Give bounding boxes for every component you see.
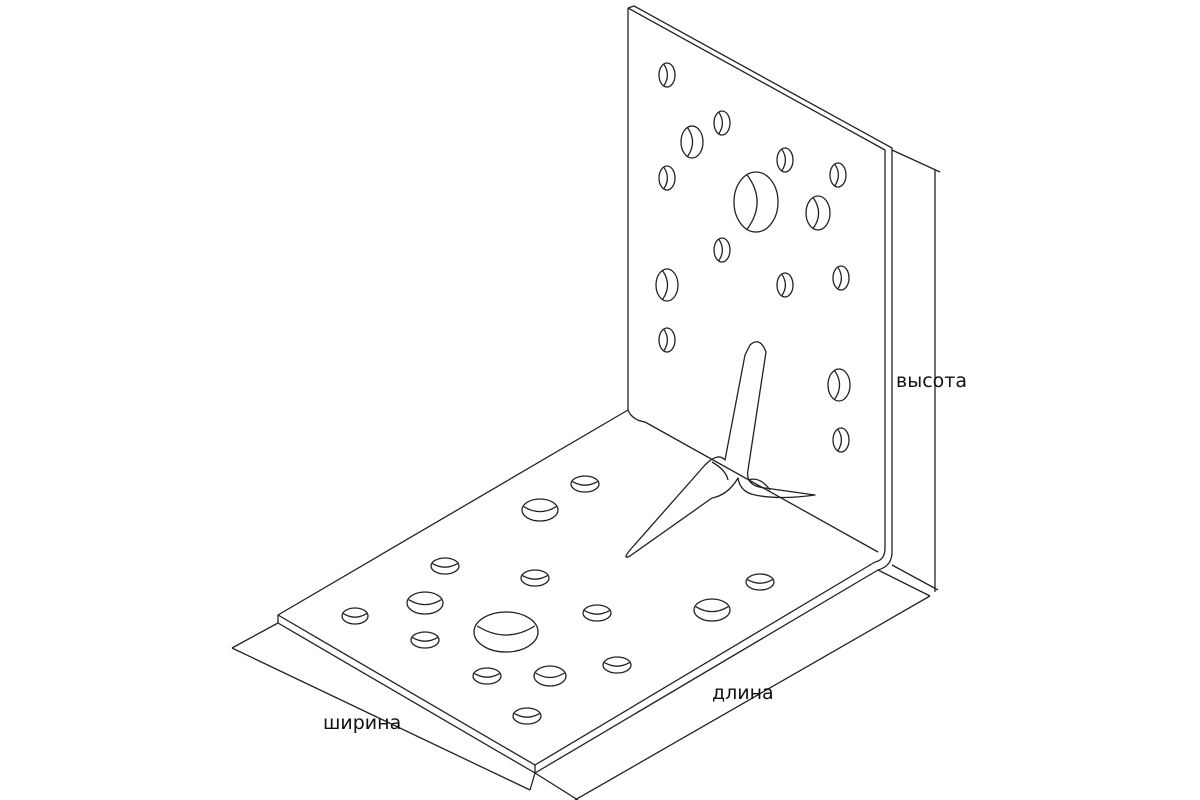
hole-edge [522,575,548,580]
width-label: ширина [323,712,402,734]
hole-edge [781,148,787,172]
hole-edge [746,174,758,230]
dimension-lines [231,149,941,800]
stiffening-rib [625,341,816,558]
vertical-plate [627,5,893,571]
hole-edge [662,270,669,300]
hole [520,569,550,587]
hole-edge [523,506,557,513]
hole [570,475,600,493]
hole [430,557,460,575]
hole-edge [342,613,368,618]
length-label: длина [712,682,774,704]
hole-edge [747,579,773,584]
hole-edge [695,606,729,613]
hole [693,598,731,622]
hole-edge [474,673,500,678]
hole [745,573,775,591]
hole [512,707,542,725]
hole [533,665,567,687]
hole [521,498,559,522]
hole-edge [687,127,694,157]
hole-edge [812,197,820,229]
hole [733,171,779,233]
hole-edge [572,481,598,486]
hole [472,667,502,685]
hole-edge [837,266,843,290]
hole-edge [781,273,787,297]
hole-edge [837,428,843,452]
base-plate [277,409,879,774]
mounting-holes [341,62,851,725]
hole-edge [535,672,565,679]
hole [410,631,440,649]
hole-edge [663,63,669,87]
hole-edge [476,625,536,636]
hole [341,607,369,625]
hole [406,591,444,615]
hole-edge [432,563,458,568]
hole-edge [718,111,724,135]
hole-edge [514,713,540,718]
hole [473,611,539,653]
hole-edge [834,163,840,187]
hole-edge [408,599,442,606]
hole-edge [718,238,724,262]
hole [602,656,632,674]
hole-edge [584,610,610,615]
hole-edge [412,637,438,642]
hole-edge [663,328,669,352]
hole [582,604,612,622]
hole-edge [663,166,669,190]
height-label: высота [896,370,967,392]
hole-edge [604,662,630,667]
hole-edge [834,370,841,400]
